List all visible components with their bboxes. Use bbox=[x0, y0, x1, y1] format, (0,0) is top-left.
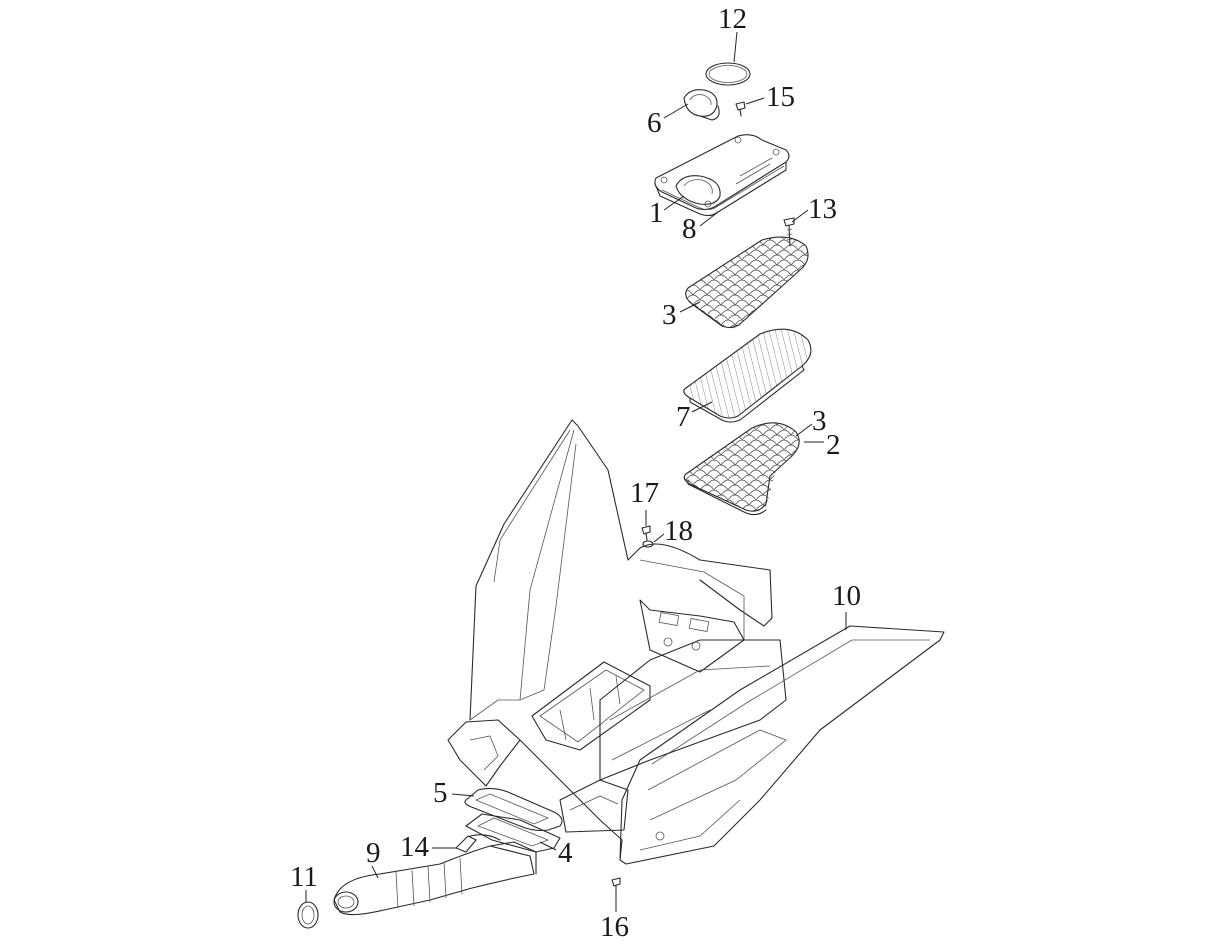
airbox-cover-part bbox=[654, 134, 790, 217]
small-screw-part bbox=[735, 101, 746, 117]
callout-17: 17 bbox=[630, 477, 659, 509]
callout-18: 18 bbox=[664, 515, 693, 547]
adapter-plate-part bbox=[465, 813, 561, 853]
callout-6: 6 bbox=[647, 107, 662, 139]
callout-11: 11 bbox=[290, 861, 318, 893]
callout-10: 10 bbox=[832, 580, 861, 612]
callout-8: 8 bbox=[682, 213, 697, 245]
callout-5: 5 bbox=[433, 777, 448, 809]
filter-element-part bbox=[683, 328, 812, 423]
clamp-part bbox=[455, 834, 501, 853]
callout-14: 14 bbox=[400, 831, 430, 863]
hose-clip-part bbox=[297, 901, 319, 929]
rear-fender-body-part bbox=[447, 419, 945, 865]
callout-15: 15 bbox=[766, 81, 795, 113]
callout-7: 7 bbox=[676, 401, 691, 433]
intake-hose-part bbox=[333, 841, 537, 916]
callout-13: 13 bbox=[808, 193, 837, 225]
callout-3-top: 3 bbox=[662, 299, 677, 331]
callout-1: 1 bbox=[649, 197, 664, 229]
bottom-screw-part bbox=[611, 877, 621, 893]
filter-screen-top-part bbox=[685, 236, 809, 329]
callout-2: 2 bbox=[826, 429, 841, 461]
filter-screen-bottom-part bbox=[683, 422, 800, 516]
callout-3-bottom: 3 bbox=[812, 405, 827, 437]
callout-9: 9 bbox=[366, 837, 381, 869]
callout-12: 12 bbox=[718, 3, 747, 35]
leader-lines bbox=[305, 31, 847, 912]
callout-16: 16 bbox=[600, 911, 629, 943]
callout-labels: 12 6 15 1 8 13 3 7 3 2 17 18 10 5 4 14 9… bbox=[290, 3, 861, 943]
o-ring-part bbox=[705, 62, 751, 86]
grommet-part bbox=[683, 89, 720, 121]
gasket-part bbox=[464, 787, 563, 832]
bolt-part bbox=[641, 525, 651, 541]
callout-4: 4 bbox=[558, 837, 573, 869]
